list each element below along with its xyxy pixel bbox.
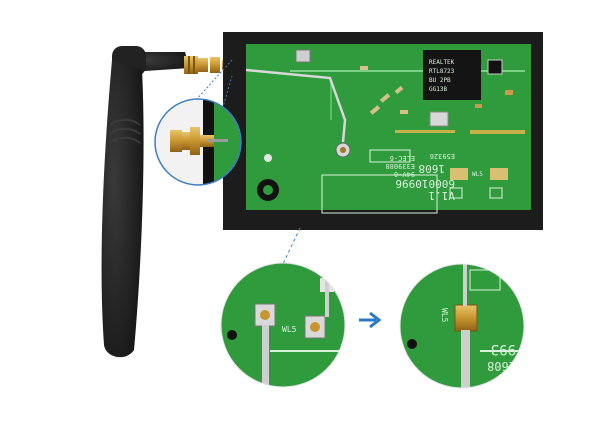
pcb-wl-label: WL5 (472, 171, 483, 178)
zoom-after: 993 1608 WL5 (399, 263, 525, 389)
pcb-date-code: 1608 (419, 162, 446, 175)
chip-label-4: GG13B (429, 86, 447, 93)
pcb-version: V1.1 (429, 189, 456, 202)
pcb-code: 600010996 (395, 177, 455, 190)
zoom-before-wl-label: WL5 (282, 325, 297, 334)
pcb-marking-4: E59326 (430, 152, 455, 160)
chip-label-3: BU 2PB (429, 77, 451, 84)
chip-label-1: REALTEK (429, 59, 455, 66)
guide-line (282, 227, 301, 265)
pcb-assembly: REALTEK RTL8723 BU 2PB GG13B V1.1 600010… (223, 32, 543, 230)
zoom-after-wl-label: WL5 (440, 308, 449, 323)
antenna (101, 46, 246, 358)
pcb-marking-3: ELEC-6 (390, 154, 415, 162)
chip-label-2: RTL8723 (429, 68, 455, 75)
zoom-before: WL5 (220, 262, 346, 388)
arrow-right-icon (359, 311, 382, 329)
wifi-chip (423, 50, 481, 100)
zoom-after-date: 1608 (487, 359, 516, 373)
pcb-marking-1: 94V-0 (394, 170, 415, 178)
zoom-after-code: 993 (491, 341, 516, 357)
pcb-marking-2: E339088 (385, 162, 415, 170)
